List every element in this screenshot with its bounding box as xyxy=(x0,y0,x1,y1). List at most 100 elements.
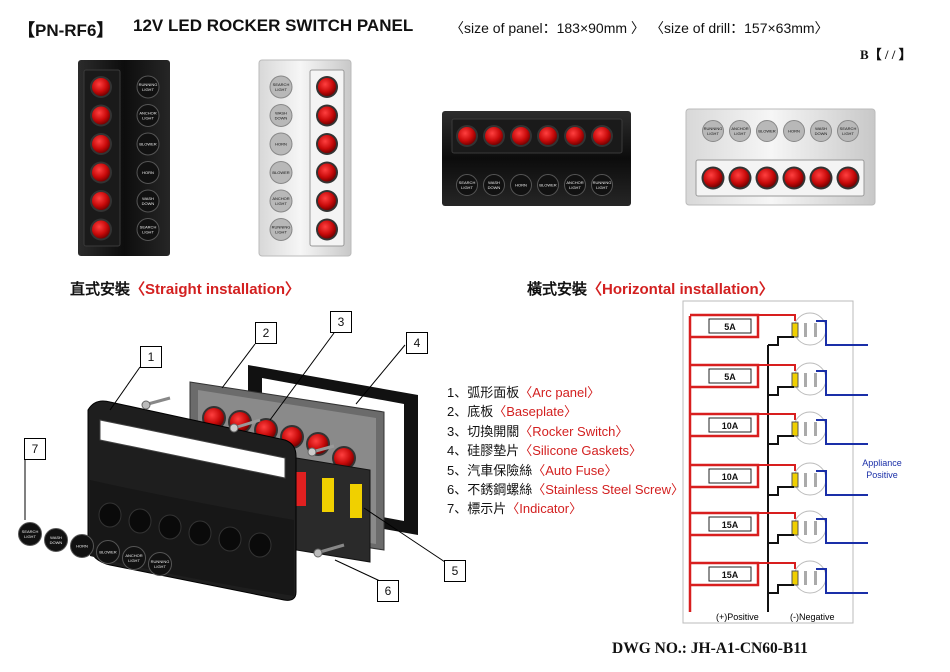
switch-label-text: LIGHT xyxy=(275,87,287,92)
switch-label xyxy=(269,104,293,127)
switch-hole xyxy=(248,532,272,558)
switch-label xyxy=(456,174,478,196)
switch-label-text: SEARCH xyxy=(459,180,476,185)
drawing-number: DWG NO.: JH-A1-CN60-B11 xyxy=(612,640,808,657)
indicator-label-text: SEARCH xyxy=(22,529,39,534)
fuse-red xyxy=(294,472,306,506)
rocker-button-face xyxy=(539,127,557,145)
drill-size: 〈size of drill：157×63mm〉 xyxy=(650,20,829,36)
callout-5: 5 xyxy=(444,560,466,582)
rocker-button-face xyxy=(92,106,110,125)
switch-label xyxy=(269,75,293,99)
switch-label-text: LIGHT xyxy=(461,185,473,190)
indicator-label-text: LIGHT xyxy=(24,534,36,539)
switch-label-text: WASH xyxy=(488,180,500,185)
fuse-box xyxy=(708,468,752,484)
rocker-button-face xyxy=(318,163,336,182)
indicator-label-text: ANCHOR xyxy=(125,553,142,558)
rocker-button-face xyxy=(458,127,476,145)
switch-label-text: SEARCH xyxy=(140,224,157,229)
switch-label-text: WASH xyxy=(275,110,287,115)
switch-label-text: BLOWER xyxy=(758,128,775,133)
indicator-label xyxy=(70,534,94,558)
switch-label-text: HORN xyxy=(275,141,287,146)
switch-label-text: HORN xyxy=(788,128,800,133)
switch-label-text: DOWN xyxy=(142,201,155,206)
indicator-label-text: RUNNING xyxy=(151,559,170,564)
switch-label xyxy=(269,189,293,213)
straight-installation-title: 直式安裝〈Straight installation〉 xyxy=(70,281,301,298)
fuse-box xyxy=(708,368,752,384)
switch-label xyxy=(136,104,160,127)
indicator-label xyxy=(44,528,68,552)
callout-1: 1 xyxy=(140,346,162,368)
switch-label-text: LIGHT xyxy=(569,185,581,190)
switch-label-text: LIGHT xyxy=(842,131,854,136)
indicator-label-text: BLOWER xyxy=(99,549,116,554)
vertical-black-panel: RUNNINGLIGHTANCHORLIGHTBLOWERHORNWASHDOW… xyxy=(78,60,170,256)
callout-4: 4 xyxy=(406,332,428,354)
switch-label-text: RUNNING xyxy=(139,82,158,87)
rocker-button-face xyxy=(318,106,336,125)
rocker-switch-face xyxy=(334,448,354,468)
indicator-label xyxy=(122,546,146,570)
rocker-button-face xyxy=(92,163,110,182)
fuse-box xyxy=(708,318,752,334)
switch-hole xyxy=(188,520,212,546)
rocker-button-face xyxy=(512,127,530,145)
indicator-label-text: HORN xyxy=(76,543,88,548)
switch-label xyxy=(136,132,160,156)
switch-label xyxy=(810,120,832,142)
legend-item: 2、底板〈Baseplate〉 xyxy=(447,404,578,420)
switch-label-text: LIGHT xyxy=(142,229,154,234)
switch-label-text: SEARCH xyxy=(840,126,857,131)
fuse-rating: 10A xyxy=(722,421,739,431)
switch-label-text: LIGHT xyxy=(734,131,746,136)
fuse-yellow-2 xyxy=(350,484,362,518)
callout-6: 6 xyxy=(377,580,399,602)
switch-label xyxy=(269,161,293,184)
fuse-rating: 10A xyxy=(722,472,739,482)
switch-label-text: LIGHT xyxy=(707,131,719,136)
rocker-button-face xyxy=(318,135,336,153)
wiring-frame xyxy=(682,300,854,624)
legend-item: 3、切換開關〈Rocker Switch〉 xyxy=(447,423,629,439)
fuse-rating: 5A xyxy=(724,372,736,382)
switch-label xyxy=(510,174,532,196)
revision-mark: B【 / / 】 xyxy=(860,47,912,62)
switch-hole xyxy=(128,508,152,534)
switch-label-text: BLOWER xyxy=(139,141,156,146)
switch-label-text: ANCHOR xyxy=(139,110,156,115)
switch-label-text: LIGHT xyxy=(142,87,154,92)
legend-item: 6、不銹鋼螺絲〈Stainless Steel Screw〉 xyxy=(447,482,684,498)
indicator-label xyxy=(96,540,120,564)
switch-symbol xyxy=(793,510,827,544)
rocker-button-face xyxy=(784,168,804,188)
switch-symbol xyxy=(793,312,827,346)
switch-label-text: LIGHT xyxy=(596,185,608,190)
switch-symbol xyxy=(793,362,827,396)
rocker-button-face xyxy=(811,168,831,188)
rocker-button-face xyxy=(92,220,110,239)
rocker-button-face xyxy=(566,127,584,145)
switch-label xyxy=(136,189,160,213)
switch-label-text: RUNNING xyxy=(272,224,291,229)
negative-label: (-)Negative xyxy=(790,612,835,622)
horizontal-installation-title: 橫式安裝〈Horizontal installation〉 xyxy=(527,281,774,298)
appliance-label-1: Appliance xyxy=(862,458,902,468)
switch-hole xyxy=(98,502,122,528)
rocker-button-face xyxy=(92,135,110,153)
switch-label xyxy=(537,174,559,196)
switch-label-text: BLOWER xyxy=(272,170,289,175)
switch-label xyxy=(837,120,859,142)
switch-label-text: RUNNING xyxy=(704,126,723,131)
leader-lines xyxy=(24,332,446,582)
rocker-button-face xyxy=(485,127,503,145)
legend-item: 5、汽車保險絲〈Auto Fuse〉 xyxy=(447,462,618,478)
